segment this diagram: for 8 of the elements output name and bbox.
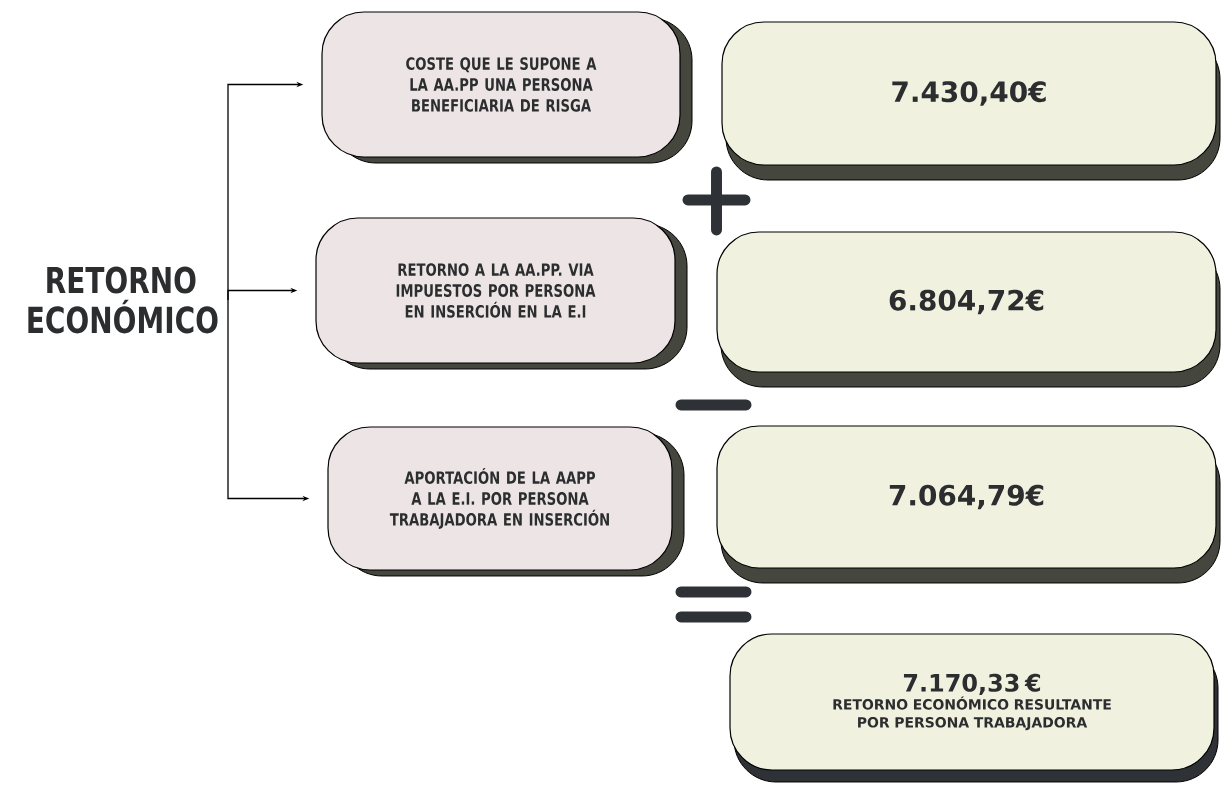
value-box: 7.064,79€ — [716, 425, 1221, 584]
description-box: APORTACIÓN DE LA AAPP A LA E.I. POR PERSONA TRABAJADORA EN INSERCIÓN — [327, 426, 685, 577]
value-box: 7.430,40€ — [721, 21, 1221, 181]
heading-text: RETORNO ECONÓMICO — [28, 266, 218, 334]
value-box: 6.804,72€ — [716, 231, 1221, 388]
result-box: 7.170,33 € RETORNO ECONÓMICO RESULTANTE POR PERSONA TRABAJADORA — [729, 633, 1219, 783]
description-box: COSTE QUE LE SUPONE A LA AA.PP UNA PERSONA BENEFICIARIA DE RISGA — [321, 11, 693, 164]
description-box: RETORNO A LA AA.PP. VIA IMPUESTOS POR PERSONA EN INSERCIÓN EN LA E.I — [315, 217, 688, 370]
